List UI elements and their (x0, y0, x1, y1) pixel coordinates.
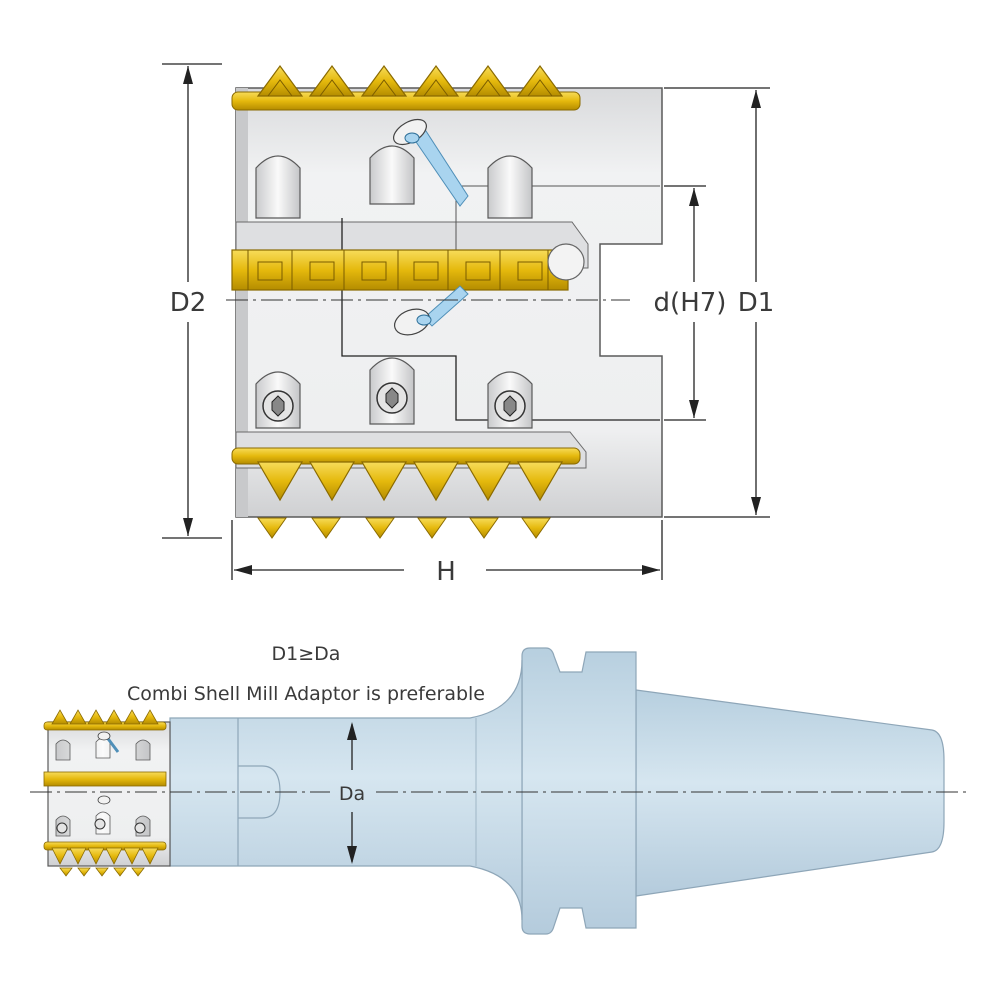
clamp-screws (262, 382, 526, 422)
label-D2: D2 (170, 288, 207, 318)
adaptor-neck (169, 659, 523, 921)
insert-row-bottom (231, 447, 581, 539)
label-Da: Da (339, 783, 365, 805)
front-face (236, 88, 248, 517)
coolant-channels (393, 118, 469, 336)
label-D1: D1 (738, 288, 775, 318)
note-preferable: Combi Shell Mill Adaptor is preferable (127, 683, 485, 705)
note-condition: D1≥Da (272, 643, 341, 665)
small-cutter (43, 709, 171, 877)
label-H: H (436, 557, 456, 587)
adaptor-taper (635, 689, 945, 897)
insert-row-top (231, 64, 581, 111)
cutter-top-view (231, 64, 663, 539)
label-d-H7: d(H7) (654, 288, 727, 318)
insert-row-middle (231, 243, 585, 291)
adaptor-assembly: Da D1≥Da Combi Shell Mill Adaptor is pre… (30, 643, 970, 935)
top-dimensions: D2 D1 d(H7) H (162, 63, 775, 587)
adaptor-flange (521, 647, 637, 935)
